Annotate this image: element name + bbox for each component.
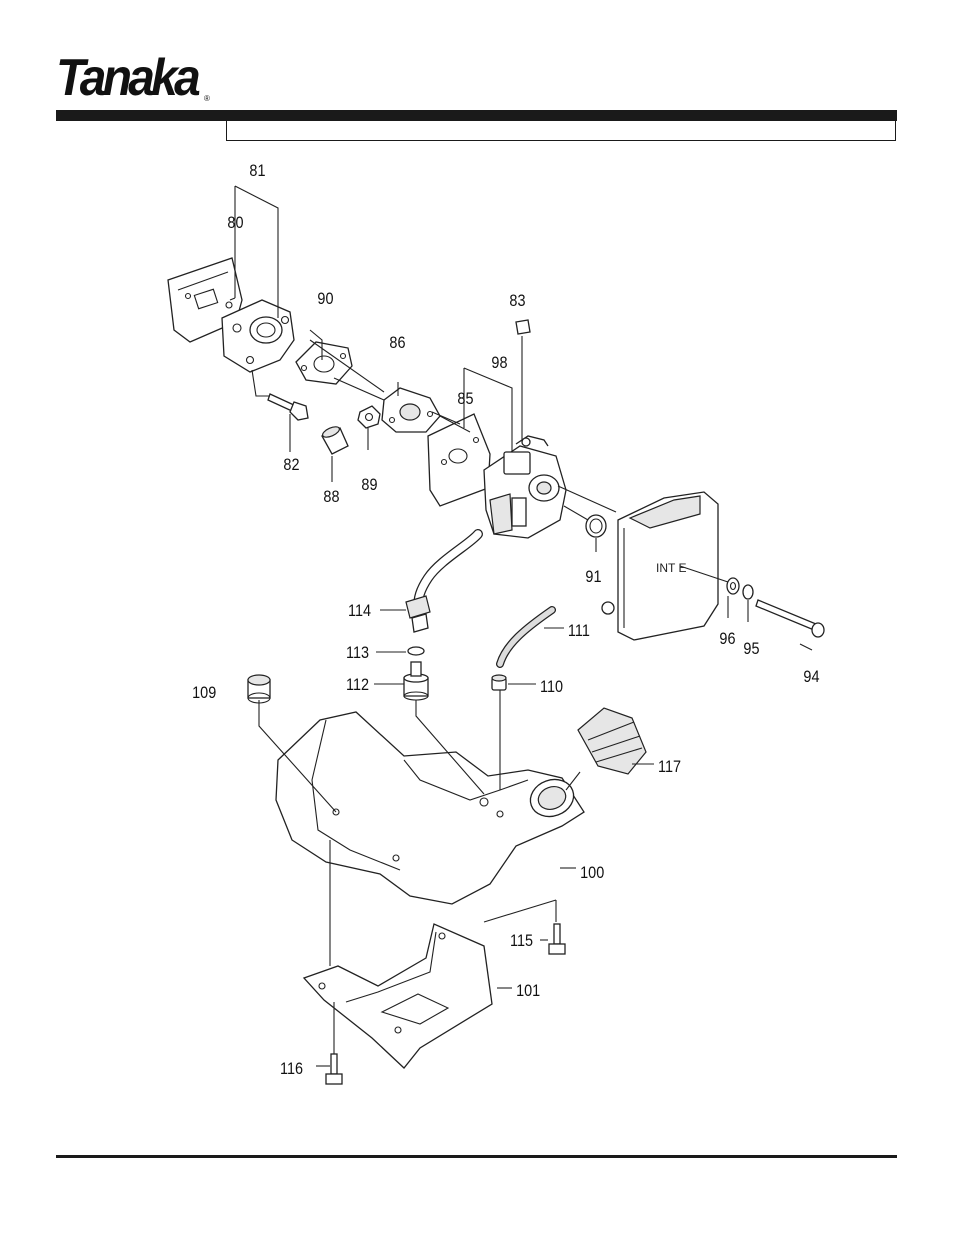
label-83: 83 <box>509 292 525 310</box>
label-82: 82 <box>283 456 299 474</box>
label-90: 90 <box>317 290 333 308</box>
part-113-ring <box>407 646 425 656</box>
part-86-spacer <box>381 387 441 433</box>
part-83-cap <box>515 319 531 335</box>
footer-rule <box>56 1155 897 1158</box>
part-112-filter <box>403 661 429 701</box>
part-101-bracket <box>302 923 493 1069</box>
air-cleaner-cover: INT E <box>601 491 719 641</box>
part-95-lock-washer <box>742 584 754 600</box>
label-109: 109 <box>192 684 216 702</box>
part-116-screw <box>325 1053 343 1085</box>
label-81: 81 <box>249 162 265 180</box>
part-88-sleeve <box>321 426 349 455</box>
label-110: 110 <box>540 678 563 696</box>
cover-label: INT E <box>656 561 686 575</box>
part-98-carburetor <box>483 435 567 539</box>
leader-lines <box>229 185 813 1067</box>
part-81-manifold <box>221 299 295 373</box>
title-box <box>226 121 896 141</box>
part-109-bushing <box>247 674 271 704</box>
label-91: 91 <box>585 568 601 586</box>
part-100-fuel-tank <box>275 711 585 905</box>
part-111-return-line <box>496 606 556 668</box>
part-85-gasket <box>427 413 491 507</box>
label-113: 113 <box>346 644 369 662</box>
header-bar <box>56 110 897 121</box>
label-115: 115 <box>510 932 533 950</box>
label-80: 80 <box>227 214 243 232</box>
part-94-bolt <box>755 599 825 638</box>
label-98: 98 <box>491 354 507 372</box>
part-82-bolt <box>267 393 309 421</box>
part-89-nut <box>357 405 381 429</box>
brand-logo: Tanaka <box>56 49 201 107</box>
label-85: 85 <box>457 390 473 408</box>
label-117: 117 <box>658 758 681 776</box>
part-114-fuel-line <box>405 529 483 633</box>
part-90-gasket <box>295 341 353 385</box>
label-95: 95 <box>743 640 759 658</box>
part-96-washer <box>726 577 740 595</box>
label-94: 94 <box>803 668 819 686</box>
label-89: 89 <box>361 476 377 494</box>
part-110-grommet <box>491 674 507 691</box>
label-114: 114 <box>348 602 371 620</box>
label-101: 101 <box>516 982 540 1000</box>
registered-mark: ® <box>204 94 210 103</box>
label-100: 100 <box>580 864 604 882</box>
part-91-o-ring <box>585 514 607 538</box>
label-86: 86 <box>389 334 405 352</box>
label-88: 88 <box>323 488 339 506</box>
label-96: 96 <box>719 630 735 648</box>
part-115-screw <box>548 923 566 955</box>
label-112: 112 <box>346 676 369 694</box>
label-111: 111 <box>568 622 590 640</box>
part-labels: 81 80 90 83 86 98 85 82 88 89 91 114 111… <box>192 162 820 1078</box>
part-117-fuel-cap <box>577 707 647 775</box>
label-116: 116 <box>280 1060 303 1078</box>
